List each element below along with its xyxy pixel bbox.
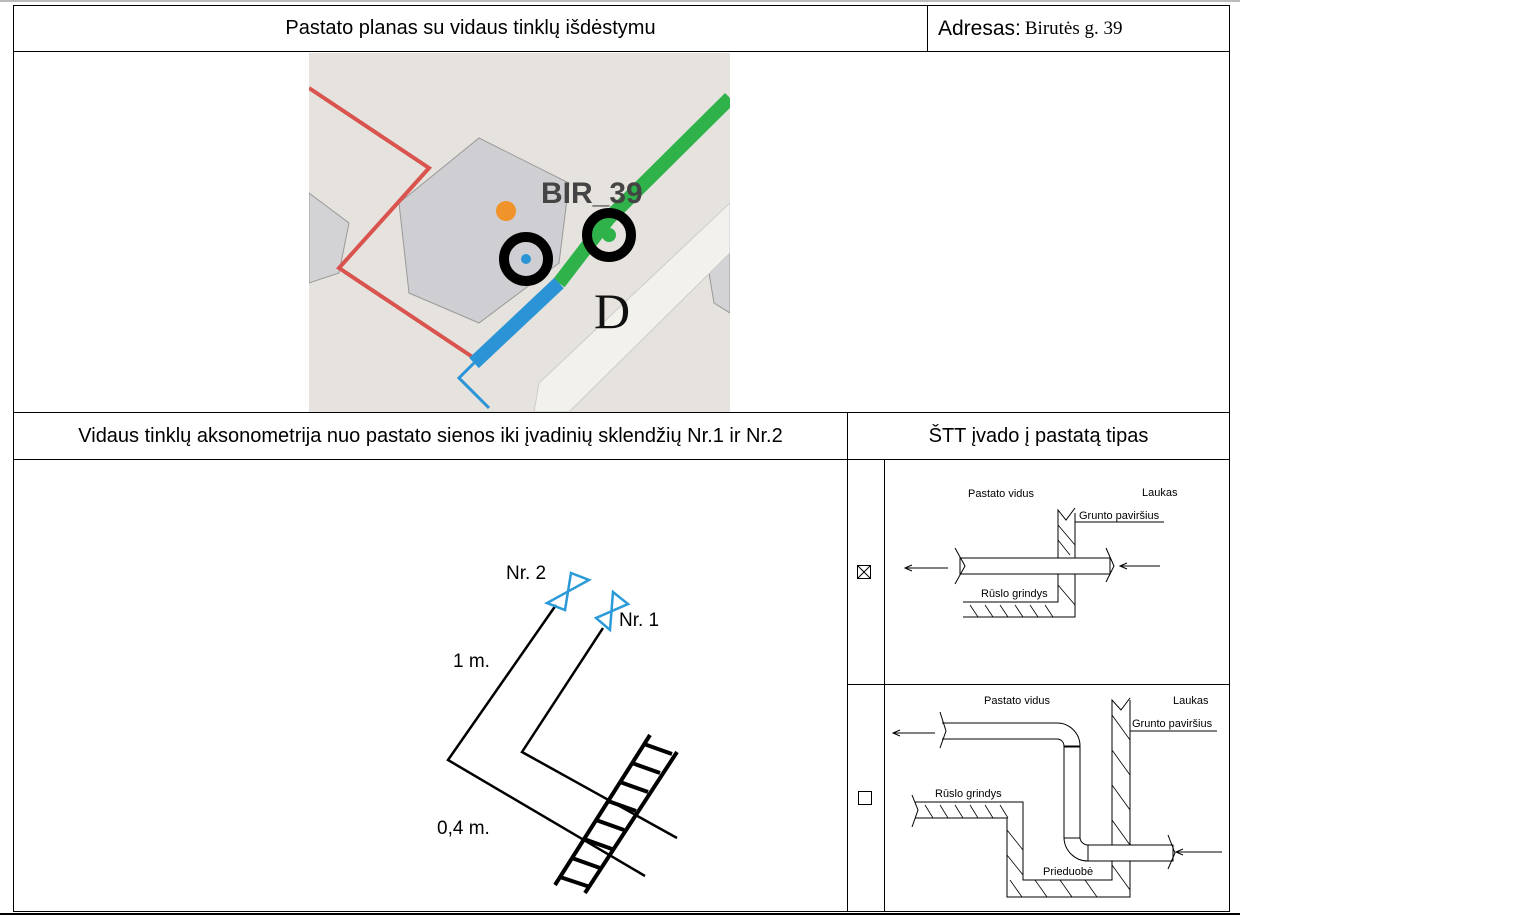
inside-label: Pastato vidus (968, 488, 1035, 500)
entry-type-1-checkbox[interactable] (857, 565, 871, 579)
valve-nr2-icon (544, 571, 592, 612)
title-text: Pastato planas su vidaus tinklų išdėstym… (285, 17, 656, 39)
address-value: Birutės g. 39 (1024, 17, 1123, 39)
floor-label: Rūslo grindys (935, 788, 1002, 800)
blue-pipe (469, 277, 564, 369)
valve-nr2-label: Nr. 2 (506, 563, 546, 584)
page-title: Pastato planas su vidaus tinklų išdėstym… (13, 5, 928, 52)
site-map: BIR_39 D (309, 53, 730, 412)
address-cell: Adresas: Birutės g. 39 (927, 5, 1230, 52)
address-label: Adresas: (938, 16, 1021, 40)
length-1-label: 1 m. (453, 651, 490, 672)
bottom-rule (0, 913, 1240, 915)
length-2-label: 0,4 m. (437, 818, 490, 839)
valve-nr1-label: Nr. 1 (619, 610, 659, 631)
ground-label: Grunto paviršius (1079, 510, 1160, 522)
marker-icon (496, 201, 516, 221)
pipe-nr2 (446, 604, 646, 878)
axonometry-title-text: Vidaus tinklų aksonometrija nuo pastato … (78, 424, 783, 447)
entry-type-2-diagram: Pastato vidus Laukas Grunto paviršius Rū… (891, 695, 1222, 898)
outside-label: Laukas (1173, 695, 1209, 707)
entry-type-2-checkbox[interactable] (858, 791, 872, 805)
wall-hatch (553, 733, 679, 895)
zone-label: D (594, 283, 630, 339)
entry-type-title-text: ŠTT įvado į pastatą tipas (928, 424, 1149, 447)
inside-label: Pastato vidus (984, 695, 1051, 707)
entry-type-1-diagram: Pastato vidus Laukas Grunto paviršius Rū… (903, 487, 1178, 618)
checkbox-column (847, 459, 885, 912)
node-icon (499, 232, 553, 286)
red-line (309, 86, 476, 360)
pipe-nr1 (520, 627, 678, 840)
building-label: BIR_39 (541, 177, 643, 210)
axonometry-title: Vidaus tinklų aksonometrija nuo pastato … (13, 412, 848, 460)
pit-label: Prieduobė (1043, 866, 1093, 878)
ground-label: Grunto paviršius (1132, 718, 1213, 730)
floor-label: Rūslo grindys (981, 588, 1048, 600)
valve-nr1-icon (593, 589, 631, 633)
top-rule (0, 0, 1240, 2)
axonometry-drawing: Nr. 2 Nr. 1 1 m. 0,4 m. (437, 563, 679, 895)
node-icon (582, 208, 636, 262)
outside-label: Laukas (1142, 487, 1178, 499)
row-divider (847, 684, 1230, 685)
entry-type-title: ŠTT įvado į pastatą tipas (847, 412, 1230, 460)
